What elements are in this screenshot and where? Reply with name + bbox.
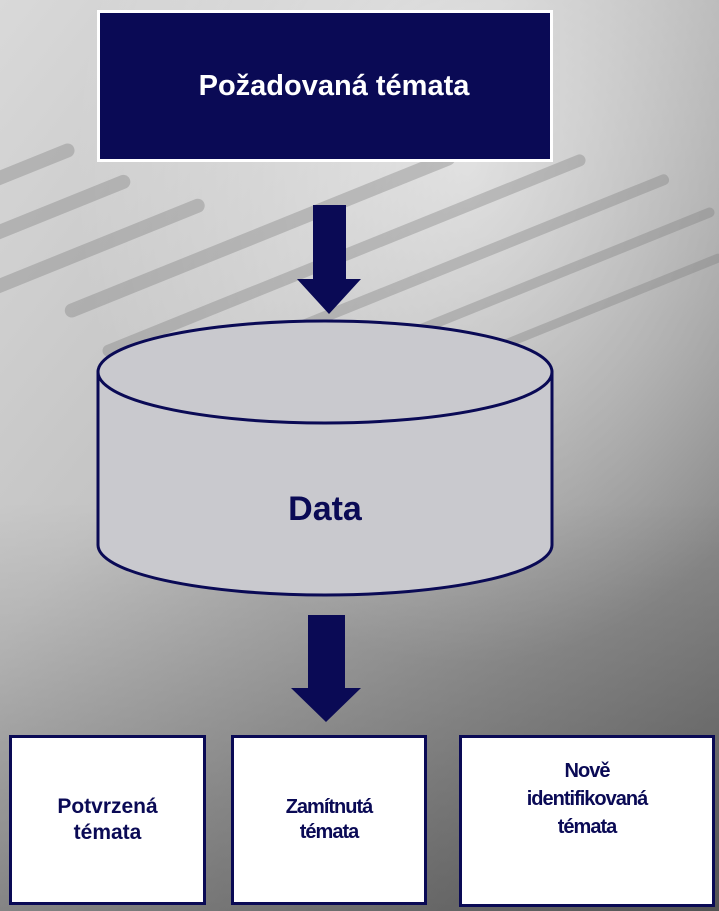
rejected-topics-line2: témata <box>299 821 359 843</box>
arrow-down-top <box>297 205 361 314</box>
new-topics-line3: témata <box>557 815 617 838</box>
new-topics-line2: identifikovaná <box>526 787 648 810</box>
arrow-down-bottom <box>291 615 361 722</box>
new-topics-box: Nově identifikovaná témata <box>459 735 715 907</box>
confirmed-topics-box: Potvrzená témata <box>9 735 206 905</box>
rejected-topics-line1: Zamítnutá <box>285 796 374 818</box>
requested-topics-label: Požadovaná témata <box>198 69 470 102</box>
confirmed-topics-line2: témata <box>73 821 142 844</box>
database-label: Data <box>288 490 362 528</box>
database-cylinder <box>96 319 554 597</box>
new-topics-line1: Nově <box>564 759 611 782</box>
rejected-topics-box: Zamítnutá témata <box>231 735 427 905</box>
confirmed-topics-line1: Potvrzená <box>57 794 158 818</box>
requested-topics-box: Požadovaná témata <box>97 10 553 162</box>
